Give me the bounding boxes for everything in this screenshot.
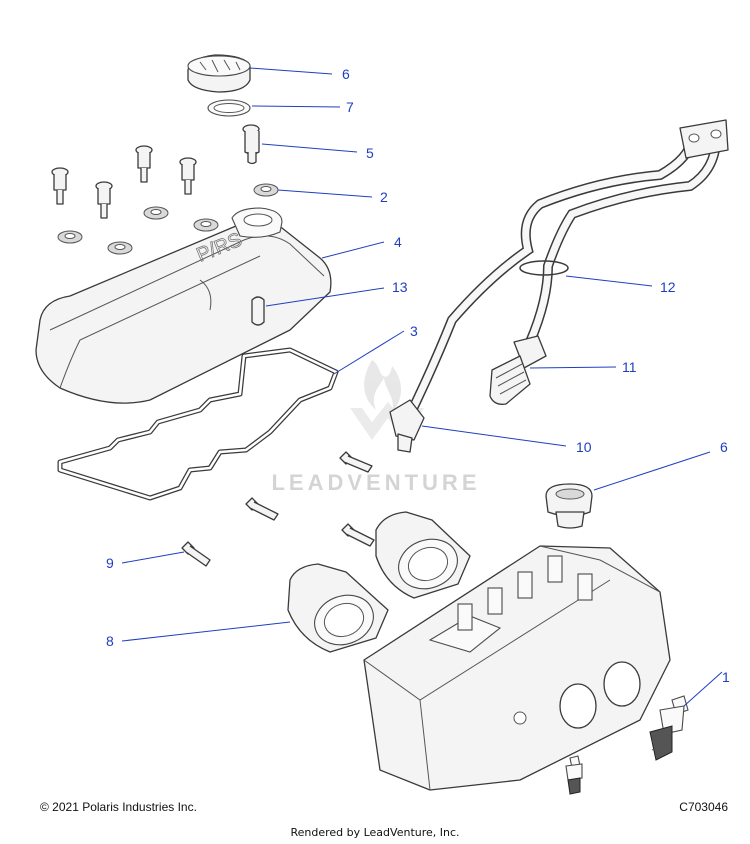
callout-3: 3 [410,323,418,339]
leader-4 [321,241,385,259]
bolt [135,145,153,183]
loose-bolts [181,451,375,567]
grommet [57,230,83,244]
bolt [339,451,373,473]
breather-hose [400,119,729,430]
grommet [107,241,133,255]
callout-lines [121,67,723,707]
grommets [57,183,279,255]
leader-9 [121,551,185,564]
callout-8: 8 [106,633,114,649]
figure-id: C703046 [679,800,728,814]
callout-6b: 6 [720,439,728,455]
leader-6a [249,67,333,75]
leader-5 [261,143,358,153]
watermark-text: LEADVENTURE [271,470,480,495]
watermark: LEADVENTURE [271,360,480,495]
intake-boot [375,511,471,599]
spark-plug [649,695,689,761]
o-ring [207,99,251,117]
callout-11: 11 [622,359,637,375]
oil-filler-cap [187,54,251,93]
cover-bolts [51,145,197,219]
callout-4: 4 [394,234,402,250]
bolt [341,523,375,547]
grommet [253,183,279,197]
callout-1: 1 [722,669,730,685]
intake-boots [287,511,471,653]
leader-2 [277,189,373,198]
leader-10 [421,425,567,447]
callout-9: 9 [106,555,114,571]
bolt [51,167,69,205]
leader-3 [333,330,405,375]
valve-cover-gasket [57,347,339,501]
callout-2: 2 [380,189,388,205]
spark-plugs [565,695,689,795]
oil-plug [545,483,593,529]
hose-fitting-10 [389,399,425,453]
callout-numbers: 6 7 5 2 4 13 3 12 11 10 6 9 8 1 [106,66,730,685]
bolt [245,497,279,521]
leader-8 [121,621,291,642]
callout-12: 12 [660,279,676,295]
copyright-text: © 2021 Polaris Industries Inc. [40,800,197,814]
cam-towers [457,555,593,631]
bolt-9 [181,541,211,567]
bolt [95,181,113,219]
leader-6b [593,451,711,491]
callout-13: 13 [392,279,408,295]
rendered-by-text: Rendered by LeadVenture, Inc. [290,826,460,839]
grommet [193,218,219,232]
hose-fitting-11 [489,335,547,405]
leader-7 [251,105,341,108]
leader-11 [529,366,617,369]
bolt [179,157,197,195]
cylinder-head [363,545,671,791]
callout-10: 10 [576,439,592,455]
leader-12 [565,275,653,287]
leader-13 [265,287,385,307]
callout-7: 7 [346,99,354,115]
leader-1 [683,671,723,707]
callout-5: 5 [366,145,374,161]
spark-plug-small [565,755,583,795]
callout-6a: 6 [342,66,350,82]
intake-boot [287,563,389,653]
grommet [143,206,169,220]
shoulder-bolt-5 [242,124,260,165]
